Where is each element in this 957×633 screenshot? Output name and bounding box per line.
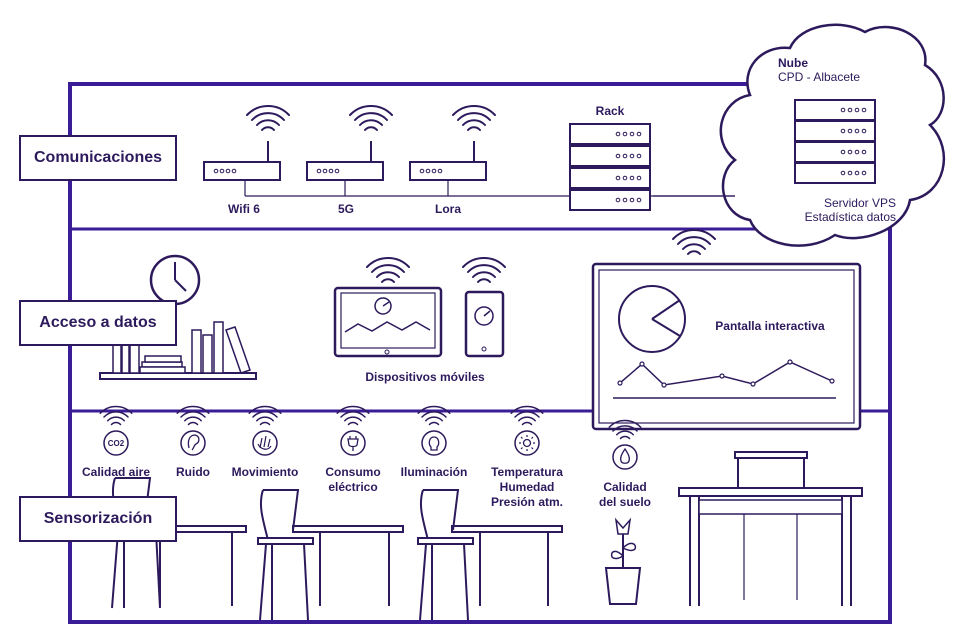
section-label-text: Sensorización [43,510,153,527]
wifi-signal-icon [510,405,544,426]
chair-icon [417,489,474,621]
5g-router-icon [306,140,384,181]
plug-icon [340,430,366,456]
movement-label: Movimiento [231,465,299,479]
tablet-icon [464,290,505,358]
laptop-screen-icon [333,286,443,358]
wifi-signal-icon [349,105,393,131]
noise-label: Ruido [176,465,210,479]
5g-label: 5G [337,202,354,216]
lora-label: Lora [434,202,461,216]
env-label-line2: Humedad [499,480,555,494]
wifi-signal-icon [99,405,133,426]
sun-icon [514,430,540,456]
co2-badge: CO2 [108,439,125,448]
desk-icon [451,525,563,606]
soil-label-line2: del suelo [598,495,651,509]
cloud-server-label: Servidor VPS [823,196,896,210]
lightbulb-icon [421,430,447,456]
interactive-screen-label: Pantalla interactiva [715,319,825,333]
wifi6-label: Wifi 6 [228,202,260,216]
lighting-label: Iluminación [400,465,468,479]
section-label-text: Acceso a datos [39,314,157,331]
co2-sensor-icon [103,430,129,456]
env-label-line3: Presión atm. [490,495,564,509]
water-drop-icon [612,444,638,470]
potted-plant-icon [604,517,642,605]
section-label-sensing: Sensorización [19,496,177,542]
chair-icon [257,489,314,621]
wifi6-router-icon [203,140,281,181]
classroom-frame [68,82,892,624]
cloud-title: Nube [778,56,808,70]
wifi-signal-icon [417,405,451,426]
wifi-signal-icon [462,257,506,283]
section-label-communications: Comunicaciones [19,135,177,181]
lora-router-icon [409,140,487,181]
teacher-desk-icon [678,451,863,606]
cloud-stats-label: Estadística datos [804,210,896,224]
section-label-data-access: Acceso a datos [19,300,177,346]
wifi-signal-icon [366,257,410,283]
mobile-devices-label: Dispositivos móviles [365,370,485,384]
wifi-signal-icon [672,229,716,255]
hand-wave-icon [252,430,278,456]
power-label-line2: eléctrico [328,480,378,494]
air-quality-label: Calidad aire [81,465,151,479]
wifi-signal-icon [248,405,282,426]
soil-label-line1: Calidad [603,480,647,494]
bookshelf-icon [99,321,257,380]
rack-server-icon [569,123,651,211]
wifi-signal-icon [452,105,496,131]
ear-icon [180,430,206,456]
rack-label: Rack [595,104,625,118]
wifi-signal-icon [336,405,370,426]
env-label-line1: Temperatura [491,465,563,479]
power-label-line1: Consumo [325,465,381,479]
wifi-signal-icon [246,105,290,131]
section-label-text: Comunicaciones [33,149,163,166]
vps-server-icon [794,99,876,184]
cloud-location: CPD - Albacete [778,70,861,84]
interactive-screen-icon [591,262,862,431]
wifi-signal-icon [176,405,210,426]
